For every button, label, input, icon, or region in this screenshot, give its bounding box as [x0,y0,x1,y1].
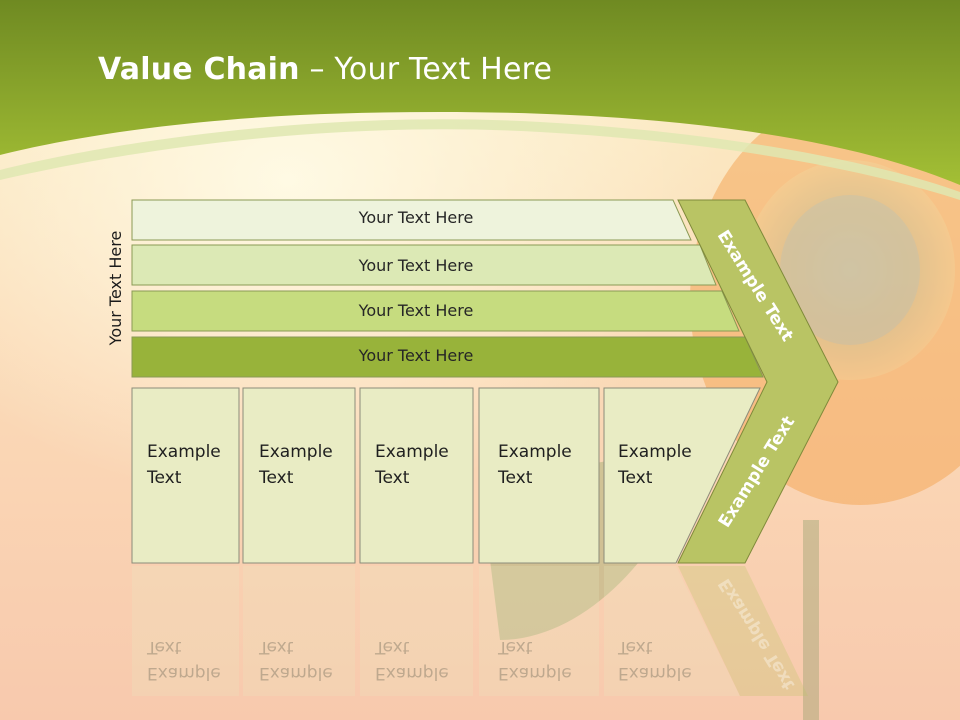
bar-3 [131,290,740,332]
box-4 [478,387,600,564]
box-5 [603,387,761,564]
bar-2 [131,244,717,286]
box-3-reflection [360,566,473,696]
box-1-line-2: Text [147,468,182,488]
box-5-reflection [604,566,740,696]
box-4-reflection-line-2: Text [498,637,533,657]
box-3 [359,387,474,564]
title-bold-text: Value Chain [98,52,300,87]
bar-1 [131,199,692,241]
box-5-reflection-line-1: Example [618,663,692,683]
chevron-arrow [677,199,839,564]
box-1 [131,387,240,564]
box-5-reflection-line-2: Text [618,637,653,657]
box-label-3-reflection: Example Text [375,634,449,686]
box-1-line-1: Example [147,442,221,462]
bar-label-2: Your Text Here [358,256,474,275]
box-4-reflection [479,566,599,696]
box-2-line-2: Text [259,468,294,488]
bar-label-1: Your Text Here [358,208,474,227]
slide-title: Value Chain – Your Text Here [98,52,552,96]
box-2-line-1: Example [259,442,333,462]
box-4-reflection-line-1: Example [498,663,572,683]
box-3-line-1: Example [375,442,449,462]
box-3-line-2: Text [375,468,410,488]
box-label-2-reflection: Example Text [259,634,333,686]
box-label-5-reflection: Example Text [618,634,692,686]
box-2-reflection-line-1: Example [259,663,333,683]
box-3-reflection-line-2: Text [375,637,410,657]
box-label-4-reflection: Example Text [498,634,572,686]
box-2 [242,387,356,564]
box-3-reflection-line-1: Example [375,663,449,683]
chevron-arrow-reflection [678,566,808,696]
box-1-reflection-line-2: Text [147,637,182,657]
box-1-reflection [132,566,239,696]
bar-label-3: Your Text Here [358,301,474,320]
box-5-line-1: Example [618,442,692,462]
box-4-line-2: Text [498,468,533,488]
box-label-1-reflection: Example Text [147,634,221,686]
box-2-reflection [243,566,355,696]
box-4-line-1: Example [498,442,572,462]
box-5-line-2: Text [618,468,653,488]
box-1-reflection-line-1: Example [147,663,221,683]
title-rest-text: – Your Text Here [299,52,553,87]
bar-label-4: Your Text Here [358,346,474,365]
bar-4 [131,336,764,378]
box-2-reflection-line-2: Text [259,637,294,657]
